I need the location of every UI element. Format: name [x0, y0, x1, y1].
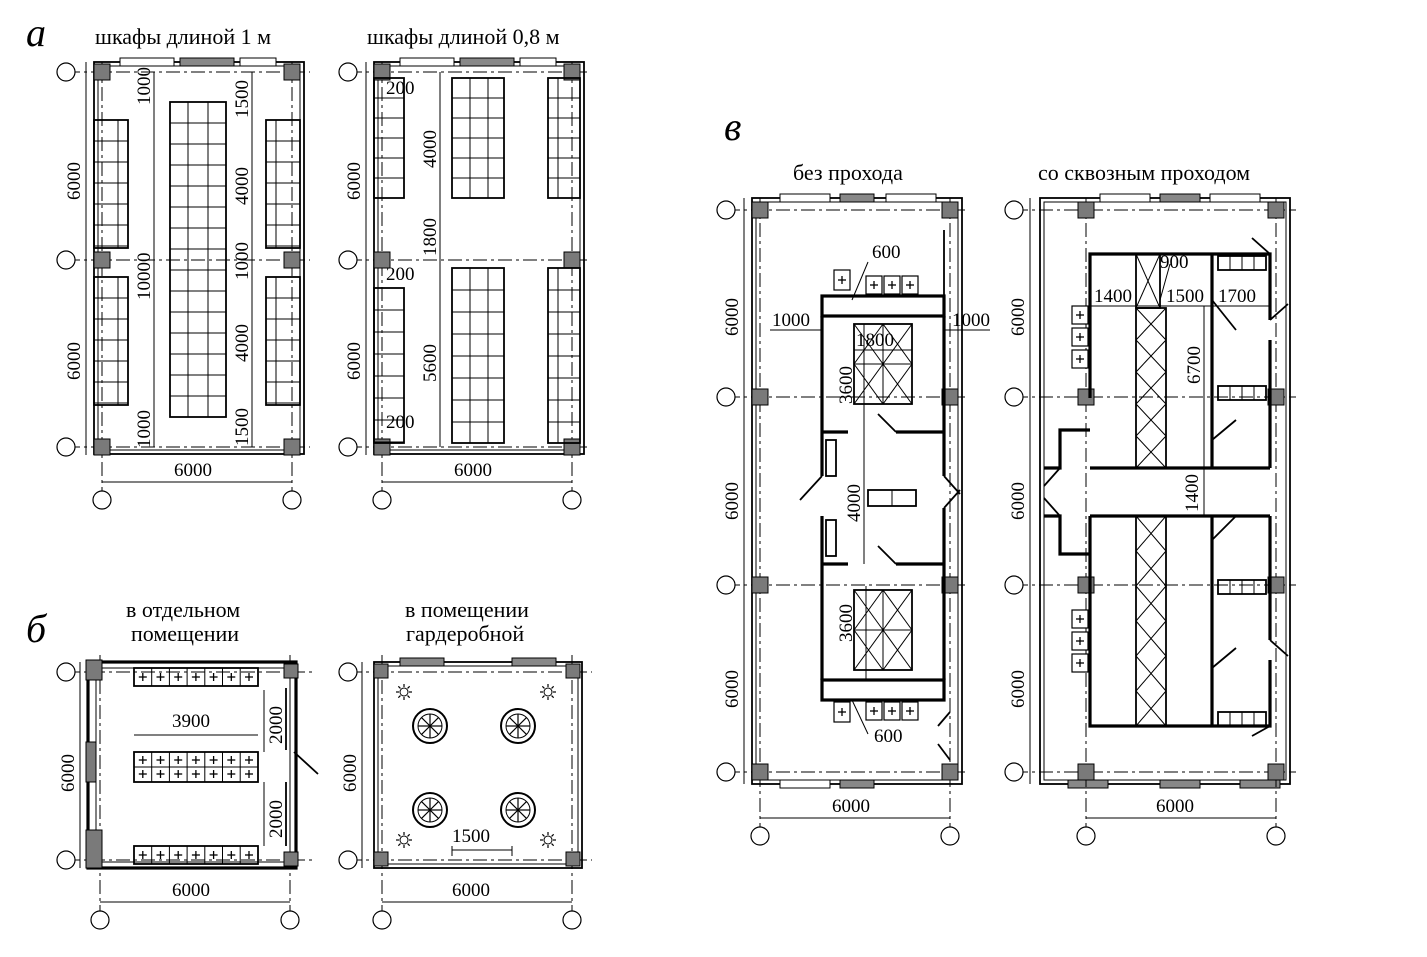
dim-v-right-6000-2: 6000	[1008, 482, 1029, 520]
dim-a-left-1500-top: 1500	[232, 80, 253, 118]
dim-a-right-200-bot: 200	[386, 412, 415, 433]
panel-v-left-title: без прохода	[793, 160, 903, 185]
dim-a-left-1000-top: 1000	[134, 67, 155, 105]
dim-a-right-5600: 5600	[420, 344, 441, 382]
dim-a-right-200-top: 200	[386, 78, 415, 99]
dim-a-right-bottom: 6000	[454, 460, 492, 481]
plan-b-left	[56, 655, 319, 930]
panel-b-left-title-2: помещении	[131, 621, 239, 646]
dim-v-left-6000-3: 6000	[722, 670, 743, 708]
dim-v-left-600-top: 600	[872, 242, 901, 263]
dim-b-right-bottom: 6000	[452, 880, 490, 901]
dim-a-left-6000-bot: 6000	[64, 342, 85, 380]
dim-a-left-bottom: 6000	[174, 460, 212, 481]
dim-b-left-bottom: 6000	[172, 880, 210, 901]
dim-a-left-6000-top: 6000	[64, 162, 85, 200]
dim-v-right-1700: 1700	[1218, 286, 1256, 307]
dim-v-left-1000-r: 1000	[952, 310, 990, 331]
dim-a-left-4000-top: 4000	[232, 167, 253, 205]
dim-b-left-3900: 3900	[172, 711, 210, 732]
dim-v-right-1500: 1500	[1166, 286, 1204, 307]
panel-v-letter: в	[724, 104, 741, 149]
dim-v-right-1400-top: 1400	[1094, 286, 1132, 307]
dim-v-right-6000-3: 6000	[1008, 670, 1029, 708]
dim-v-left-6000-1: 6000	[722, 298, 743, 336]
panel-b-right-title-2: гардеробной	[406, 621, 524, 646]
dim-v-left-1000-l: 1000	[772, 310, 810, 331]
dim-v-right-1400-mid: 1400	[1182, 474, 1203, 512]
dim-a-left-1000-mid: 1000	[232, 242, 253, 280]
dim-v-left-6000-2: 6000	[722, 482, 743, 520]
dim-v-left-bottom: 6000	[832, 796, 870, 817]
dim-a-left-10000: 10000	[134, 253, 155, 301]
panel-a-left-title: шкафы длиной 1 м	[95, 24, 271, 49]
dim-v-right-900: 900	[1160, 252, 1189, 273]
dim-b-right-1500: 1500	[452, 826, 490, 847]
dim-a-right-1800: 1800	[420, 218, 441, 256]
dim-a-left-4000-bot: 4000	[232, 324, 253, 362]
panel-v-right-title: со сквозным проходом	[1038, 160, 1250, 185]
plan-b-right	[338, 655, 592, 930]
panel-b-letter: б	[26, 606, 48, 651]
dim-v-right-6000-1: 6000	[1008, 298, 1029, 336]
dim-b-left-2000-top: 2000	[266, 706, 287, 744]
dim-v-left-3600-bot: 3600	[836, 604, 857, 642]
panel-a-right-title: шкафы длиной 0,8 м	[367, 24, 560, 49]
plan-v-right	[1004, 193, 1296, 846]
dim-v-left-1800: 1800	[856, 330, 894, 351]
dim-v-left-3600-top: 3600	[836, 366, 857, 404]
panel-a-letter: а	[26, 10, 46, 55]
dim-b-left-2000-bot: 2000	[266, 800, 287, 838]
dim-a-left-1000-bot: 1000	[134, 410, 155, 448]
dim-a-right-6000-top: 6000	[344, 162, 365, 200]
dim-a-right-200-mid: 200	[386, 264, 415, 285]
plan-v-left	[716, 193, 990, 846]
panel-b-left-title-1: в отдельном	[126, 597, 240, 622]
dim-b-right-6000-v: 6000	[340, 754, 361, 792]
dim-b-left-6000-v: 6000	[58, 754, 79, 792]
dim-v-right-6700: 6700	[1184, 346, 1205, 384]
plan-a-left	[56, 57, 310, 510]
dim-v-left-600-bot: 600	[874, 726, 903, 747]
plan-a-right	[338, 57, 590, 510]
dim-v-right-bottom: 6000	[1156, 796, 1194, 817]
panel-b-right-title-1: в помещении	[405, 597, 529, 622]
dim-v-left-4000: 4000	[844, 484, 865, 522]
dim-a-right-6000-bot: 6000	[344, 342, 365, 380]
dim-a-right-4000: 4000	[420, 130, 441, 168]
dim-a-left-1500-bot: 1500	[232, 408, 253, 446]
